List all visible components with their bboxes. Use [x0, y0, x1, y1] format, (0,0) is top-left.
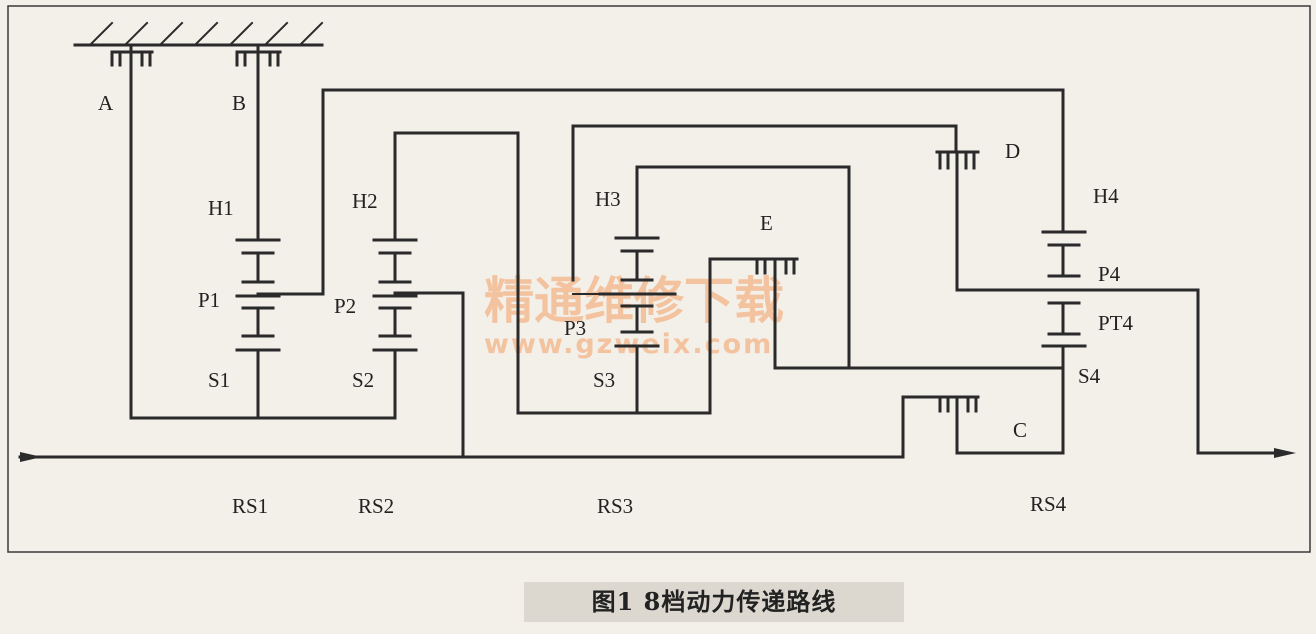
- housing-ground: [73, 21, 324, 47]
- label-rs3: RS3: [597, 494, 633, 518]
- label-h2: H2: [352, 189, 378, 213]
- clutch-d: [935, 150, 1200, 455]
- label-rs2: RS2: [358, 494, 394, 518]
- label-a: A: [98, 91, 114, 115]
- input-arrow-icon: [20, 452, 42, 462]
- label-b: B: [232, 91, 246, 115]
- label-rs4: RS4: [1030, 492, 1067, 516]
- watermark-title: 精通维修下载: [484, 272, 784, 330]
- clutch-c: [901, 395, 1065, 457]
- brake-a: [110, 46, 154, 420]
- label-s4: S4: [1078, 364, 1101, 388]
- figure-caption: 图1 8档动力传递路线: [524, 582, 904, 622]
- gearset-2: [372, 131, 639, 457]
- label-rs1: RS1: [232, 494, 268, 518]
- label-h3: H3: [595, 187, 621, 211]
- label-pt4: PT4: [1098, 311, 1134, 335]
- label-p3: P3: [564, 316, 586, 340]
- gearset-4: [1041, 230, 1087, 455]
- output-arrow-icon: [1274, 448, 1296, 458]
- label-p1: P1: [198, 288, 220, 312]
- diagram-frame: [7, 5, 1311, 553]
- label-s1: S1: [208, 368, 230, 392]
- label-c: C: [1013, 418, 1027, 442]
- gearset-1: [129, 88, 1065, 420]
- label-s2: S2: [352, 368, 374, 392]
- brake-b: [235, 46, 282, 240]
- label-s3: S3: [593, 368, 615, 392]
- label-h1: H1: [208, 196, 234, 220]
- label-e: E: [760, 211, 773, 235]
- label-h4: H4: [1093, 184, 1119, 208]
- label-p4: P4: [1098, 262, 1121, 286]
- clutch-e: [753, 257, 799, 275]
- label-d: D: [1005, 139, 1020, 163]
- label-p2: P2: [334, 294, 356, 318]
- gearset-3: [571, 124, 1065, 415]
